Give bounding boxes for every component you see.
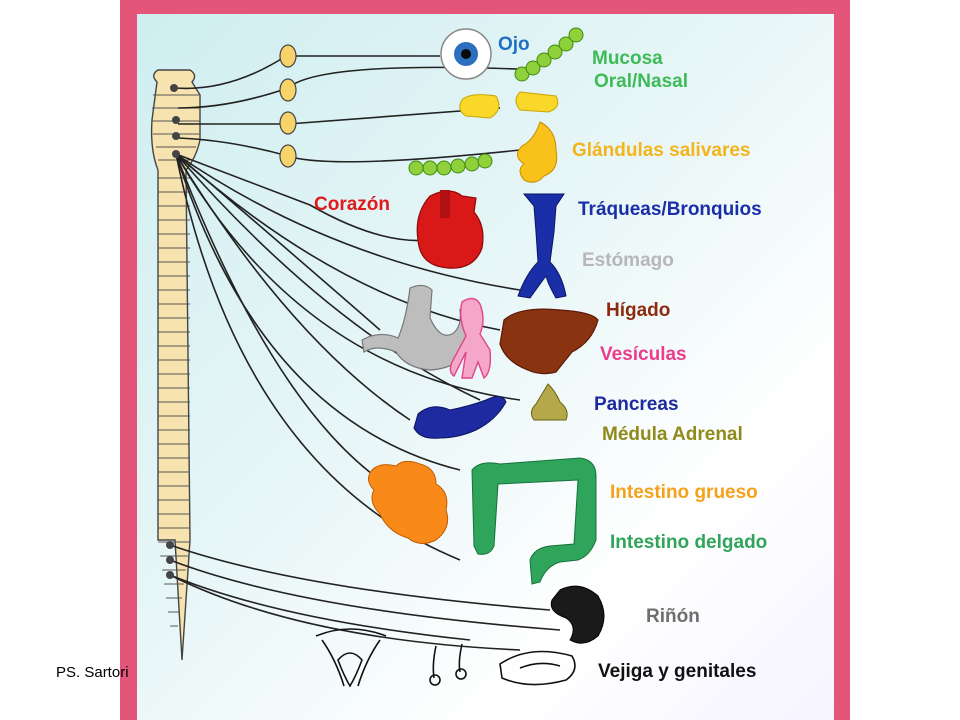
spinal-cord — [150, 69, 201, 661]
label-estomago: Estómago — [582, 250, 674, 271]
label-mucosa-line1: Mucosa — [592, 48, 663, 69]
label-intestino-delgado: Intestino delgado — [610, 532, 767, 553]
ganglia — [279, 44, 297, 168]
vesicle-icon — [449, 297, 492, 380]
label-corazon: Corazón — [314, 194, 390, 215]
label-higado: Hígado — [606, 300, 670, 321]
label-ojo: Ojo — [498, 34, 530, 55]
spinal-nodes — [166, 84, 180, 579]
mucosa-icon — [514, 27, 584, 82]
label-medula: Médula Adrenal — [602, 424, 743, 445]
label-vejiga: Vejiga y genitales — [598, 661, 756, 682]
mucosa-pad-icon — [459, 91, 559, 119]
label-glandulas: Glándulas salivares — [572, 140, 751, 161]
heart-icon — [416, 190, 484, 269]
eye-icon — [440, 28, 492, 80]
label-rinon: Riñón — [646, 606, 700, 627]
salivary-gland-icon — [517, 121, 558, 183]
label-vesiculas: Vesículas — [600, 344, 687, 365]
bladder-genitals-icon — [315, 628, 576, 688]
nerve-fibers — [169, 55, 561, 651]
small-intestine-icon — [368, 460, 449, 544]
kidney-icon — [550, 585, 605, 644]
label-mucosa-line2: Oral/Nasal — [594, 71, 688, 92]
salivary-chain-icon — [408, 153, 493, 176]
trachea-icon — [517, 193, 567, 299]
pancreas-icon — [413, 396, 507, 439]
adrenal-icon — [530, 383, 568, 421]
label-traqueas: Tráqueas/Bronquios — [578, 199, 762, 220]
author-credit: PS. Sartori — [56, 664, 129, 681]
liver-icon — [499, 308, 599, 375]
large-intestine-icon — [471, 457, 597, 585]
label-pancreas: Pancreas — [594, 394, 679, 415]
organ-labels: Ojo Mucosa Oral/Nasal Glándulas salivare… — [314, 34, 767, 682]
label-intestino-grueso: Intestino grueso — [610, 482, 758, 503]
